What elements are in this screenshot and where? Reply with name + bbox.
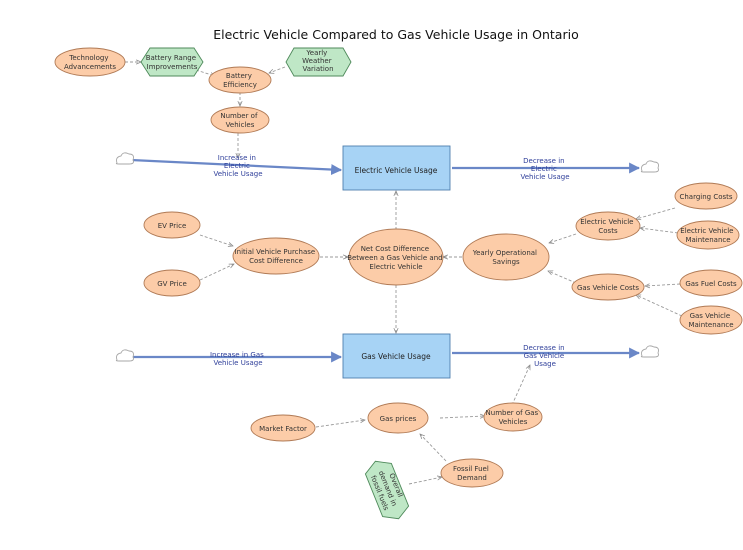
var-initial-vehicle-purchase-cost-difference[interactable] xyxy=(232,237,320,275)
var-initial-cost-label: Initial Vehicle Purchase Cost Difference xyxy=(235,248,318,265)
flow-gas-out-label: Decrease in Gas Vehicle Usage xyxy=(523,344,567,368)
link-fossil-to-gasprices xyxy=(420,434,447,462)
var-gas-fuel-costs-label: Gas Fuel Costs xyxy=(685,280,737,288)
link-gascosts-to-yearlyop xyxy=(548,271,577,284)
link-gvprice-to-initcost xyxy=(199,263,234,281)
var-yearly-operational-savings[interactable] xyxy=(462,233,550,281)
var-charging-costs[interactable] xyxy=(674,182,738,210)
var-gas-vehicle-costs-label: Gas Vehicle Costs xyxy=(577,284,639,292)
link-gasprices-to-numgas xyxy=(439,416,485,418)
link-evprice-to-initcost xyxy=(199,234,233,246)
var-number-of-vehicles-label: Number of Vehicles xyxy=(220,112,259,129)
link-evmaint-to-evcosts xyxy=(640,228,679,234)
var-electric-vehicle-maintenance[interactable] xyxy=(676,220,740,250)
link-weather-to-efficiency xyxy=(269,66,286,73)
link-market-to-gasprices xyxy=(315,420,365,428)
stock-electric-vehicle-usage-label: Electric Vehicle Usage xyxy=(355,166,438,175)
var-gas-prices[interactable] xyxy=(367,402,429,434)
var-gas-vehicle-maintenance[interactable] xyxy=(679,305,743,335)
var-net-cost-difference[interactable] xyxy=(348,228,444,286)
var-battery-efficiency-label: Battery Efficiency xyxy=(223,72,257,89)
var-electric-vehicle-costs[interactable] xyxy=(575,211,641,241)
link-numgas-to-gasflow xyxy=(511,365,531,406)
var-charging-costs-label: Charging Costs xyxy=(679,193,732,201)
var-technology-advancements-label: Technology Advancements xyxy=(64,54,116,71)
link-overall-to-fossil xyxy=(408,477,442,485)
var-yearly-operational-savings-label: Yearly Operational Savings xyxy=(472,249,539,266)
var-gas-vehicle-maintenance-label: Gas Vehicle Maintenance xyxy=(688,312,733,329)
cloud-sink-gas-icon xyxy=(640,345,659,358)
link-charging-to-evcosts xyxy=(636,207,676,219)
var-number-of-gas-vehicles-label: Number of Gas Vehicles xyxy=(486,409,541,426)
var-gas-fuel-costs[interactable] xyxy=(679,269,743,297)
var-number-of-gas-vehicles[interactable] xyxy=(483,402,543,432)
diagram-title: Electric Vehicle Compared to Gas Vehicle… xyxy=(213,27,578,42)
cloud-source-gas-icon xyxy=(115,349,134,362)
flow-ev-in-label: Increase in Electric Vehicle Usage xyxy=(213,154,262,178)
cloud-sink-ev-icon xyxy=(640,160,659,173)
var-fossil-fuel-demand[interactable] xyxy=(440,458,504,488)
flow-ev-out-label: Decrease in Electric Vehicle Usage xyxy=(520,157,569,181)
var-ev-price[interactable] xyxy=(143,211,201,239)
var-gas-vehicle-costs[interactable] xyxy=(571,273,645,301)
constant-yearly-weather-variation[interactable] xyxy=(285,47,352,77)
constant-battery-range-improvements[interactable] xyxy=(140,47,204,77)
var-battery-efficiency[interactable] xyxy=(208,66,272,94)
stock-gas-vehicle-usage[interactable] xyxy=(342,333,451,379)
var-ev-price-label: EV Price xyxy=(158,222,187,230)
var-electric-vehicle-maintenance-label: Electric Vehicle Maintenance xyxy=(680,227,735,244)
cloud-source-ev-icon xyxy=(115,152,134,165)
constant-weather-label: Yearly Weather Variation xyxy=(302,49,334,73)
var-market-factor[interactable] xyxy=(250,414,316,442)
var-gas-prices-label: Gas prices xyxy=(380,415,417,423)
var-gv-price-label: GV Price xyxy=(157,280,187,288)
var-number-of-vehicles[interactable] xyxy=(210,106,270,134)
var-gv-price[interactable] xyxy=(143,269,201,297)
var-technology-advancements[interactable] xyxy=(54,47,126,77)
flow-gas-in-label: Increase in Gas Vehicle Usage xyxy=(210,351,266,367)
stock-electric-vehicle-usage[interactable] xyxy=(342,145,451,191)
link-gasfuel-to-gascosts xyxy=(645,284,681,286)
link-evcosts-to-yearlyop xyxy=(549,233,577,243)
var-electric-vehicle-costs-label: Electric Vehicle Costs xyxy=(580,218,635,235)
var-market-factor-label: Market Factor xyxy=(259,425,307,433)
constant-overall-demand-fossil-fuels[interactable]: Overall demand in fossil fuels xyxy=(362,456,411,524)
var-net-cost-label: Net Cost Difference Between a Gas Vehicl… xyxy=(347,245,445,271)
constant-battery-range-label: Battery Range Improvements xyxy=(146,54,199,71)
stock-gas-vehicle-usage-label: Gas Vehicle Usage xyxy=(361,352,431,361)
var-fossil-fuel-demand-label: Fossil Fuel Demand xyxy=(453,465,491,482)
link-gasmaint-to-gascosts xyxy=(636,294,683,317)
flow-pipe-ev-in xyxy=(130,158,343,176)
